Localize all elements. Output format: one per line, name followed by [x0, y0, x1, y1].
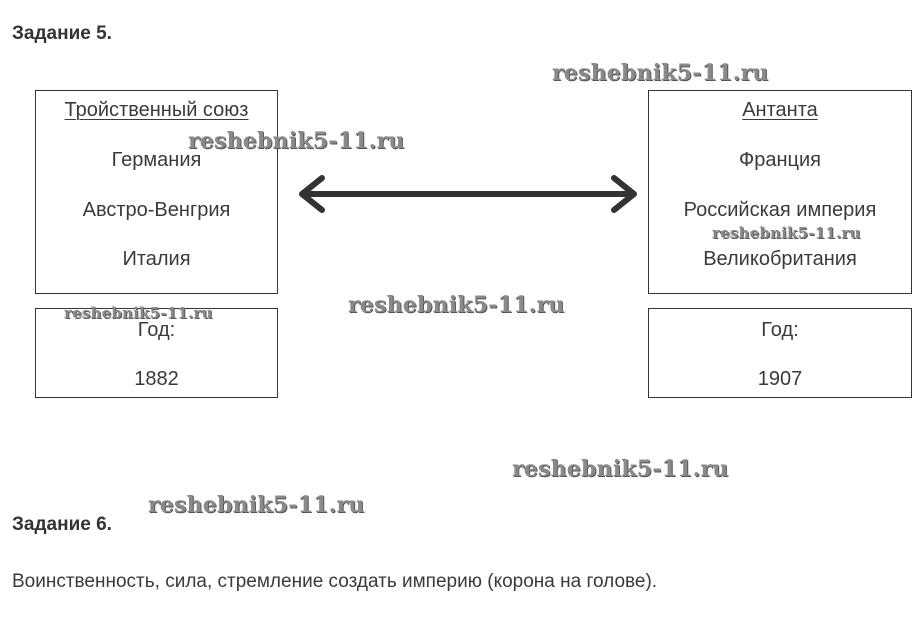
- task-5-heading: Задание 5.: [12, 23, 112, 44]
- watermark: reshebnik5-11.ru: [552, 60, 769, 86]
- triple-alliance-member: Италия: [122, 248, 191, 270]
- watermark: reshebnik5-11.ru: [148, 492, 365, 518]
- triple-alliance-year: 1882: [134, 368, 179, 390]
- task-6-heading: Задание 6.: [12, 514, 112, 535]
- triple-alliance-year-label: Год:: [137, 319, 176, 341]
- triple-alliance-member: Австро-Венгрия: [82, 199, 231, 221]
- entente-year: 1907: [757, 368, 803, 390]
- task-6-answer: Воинственность, сила, стремление создать…: [12, 571, 658, 592]
- watermark: reshebnik5-11.ru: [188, 128, 405, 154]
- triple-alliance-member: Германия: [111, 149, 202, 171]
- triple-alliance-box: Тройственный союз Германия Австро-Венгри…: [35, 90, 278, 294]
- watermark: reshebnik5-11.ru: [348, 292, 565, 318]
- triple-alliance-year-box: Год: 1882: [35, 308, 278, 398]
- entente-member: Франция: [739, 149, 821, 171]
- entente-year-box: Год: 1907: [648, 308, 912, 398]
- watermark: reshebnik5-11.ru: [712, 224, 861, 242]
- entente-year-label: Год:: [761, 319, 799, 341]
- entente-title: Антанта: [742, 99, 818, 121]
- entente-member: Российская империя: [683, 199, 877, 221]
- watermark: reshebnik5-11.ru: [512, 456, 729, 482]
- entente-member: Великобритания: [703, 248, 857, 270]
- watermark: reshebnik5-11.ru: [64, 304, 213, 322]
- entente-box: Антанта Франция Российская империя Велик…: [648, 90, 912, 294]
- double-headed-arrow-icon: [299, 175, 637, 213]
- triple-alliance-title: Тройственный союз: [64, 99, 249, 121]
